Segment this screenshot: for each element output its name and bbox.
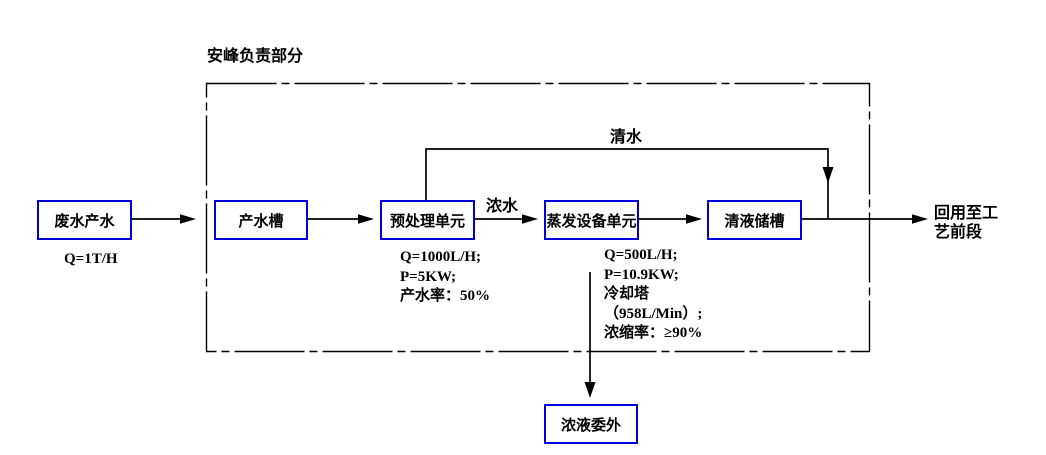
annotation-pretreatment: Q=1000L/H; P=5KW; 产水率：50% (400, 248, 490, 307)
label-clear-water: 清水 (610, 129, 643, 146)
arrowhead-evap-to-cleartank (686, 214, 702, 224)
box-pretreatment-unit-label: 预处理单元 (389, 213, 465, 230)
label-reuse-output-line1: 回用至工 (934, 205, 999, 222)
box-evaporation-unit: 蒸发设备单元 (544, 200, 639, 240)
box-wastewater-feed-label: 废水产水 (54, 213, 115, 230)
arrowhead-clear-water-down (822, 167, 834, 183)
box-pretreatment-unit: 预处理单元 (380, 200, 475, 240)
box-clear-liquid-tank: 清液储槽 (707, 200, 802, 240)
annotation-evaporation-line1: Q=500L/H; (604, 247, 678, 263)
arrowhead-feed-to-tank (180, 214, 196, 224)
annotation-evaporation-line2: P=10.9KW; (604, 266, 679, 283)
clear-water-return-line (425, 148, 829, 219)
annotation-evaporation-line5: 浓缩率：≥90% (604, 325, 703, 341)
annotation-evaporation-line3: 冷却塔 (604, 286, 650, 302)
box-evaporation-unit-label: 蒸发设备单元 (546, 213, 637, 230)
box-concentrate-outsourced-label: 浓液委外 (560, 417, 621, 434)
label-reuse-output: 回用至工 艺前段 (934, 204, 998, 242)
box-product-tank: 产水槽 (214, 200, 308, 240)
label-reuse-output-line2: 艺前段 (934, 224, 983, 241)
annotation-feed-flow: Q=1T/H (64, 251, 118, 267)
responsibility-boundary (205, 82, 871, 353)
arrowhead-to-reuse (912, 214, 928, 224)
boundary-title: 安峰负责部分 (207, 48, 304, 65)
annotation-pretreatment-line1: Q=1000L/H; (400, 249, 482, 265)
annotation-evaporation: Q=500L/H; P=10.9KW; 冷却塔 （958L/Min）; 浓缩率：… (604, 246, 702, 344)
box-wastewater-feed: 废水产水 (37, 200, 132, 240)
box-clear-liquid-tank-label: 清液储槽 (724, 213, 785, 230)
arrowhead-concentrate-down (584, 382, 596, 398)
arrowhead-pretreat-to-evap (522, 214, 538, 224)
label-concentrated-water: 浓水 (486, 198, 519, 215)
arrowhead-tank-to-pretreat (358, 214, 374, 224)
annotation-pretreatment-line3: 产水率：50% (400, 288, 491, 304)
annotation-evaporation-line4: （958L/Min）; (604, 305, 703, 322)
box-product-tank-label: 产水槽 (238, 213, 284, 230)
annotation-pretreatment-line2: P=5KW; (400, 268, 457, 285)
box-concentrate-outsourced: 浓液委外 (544, 404, 638, 444)
